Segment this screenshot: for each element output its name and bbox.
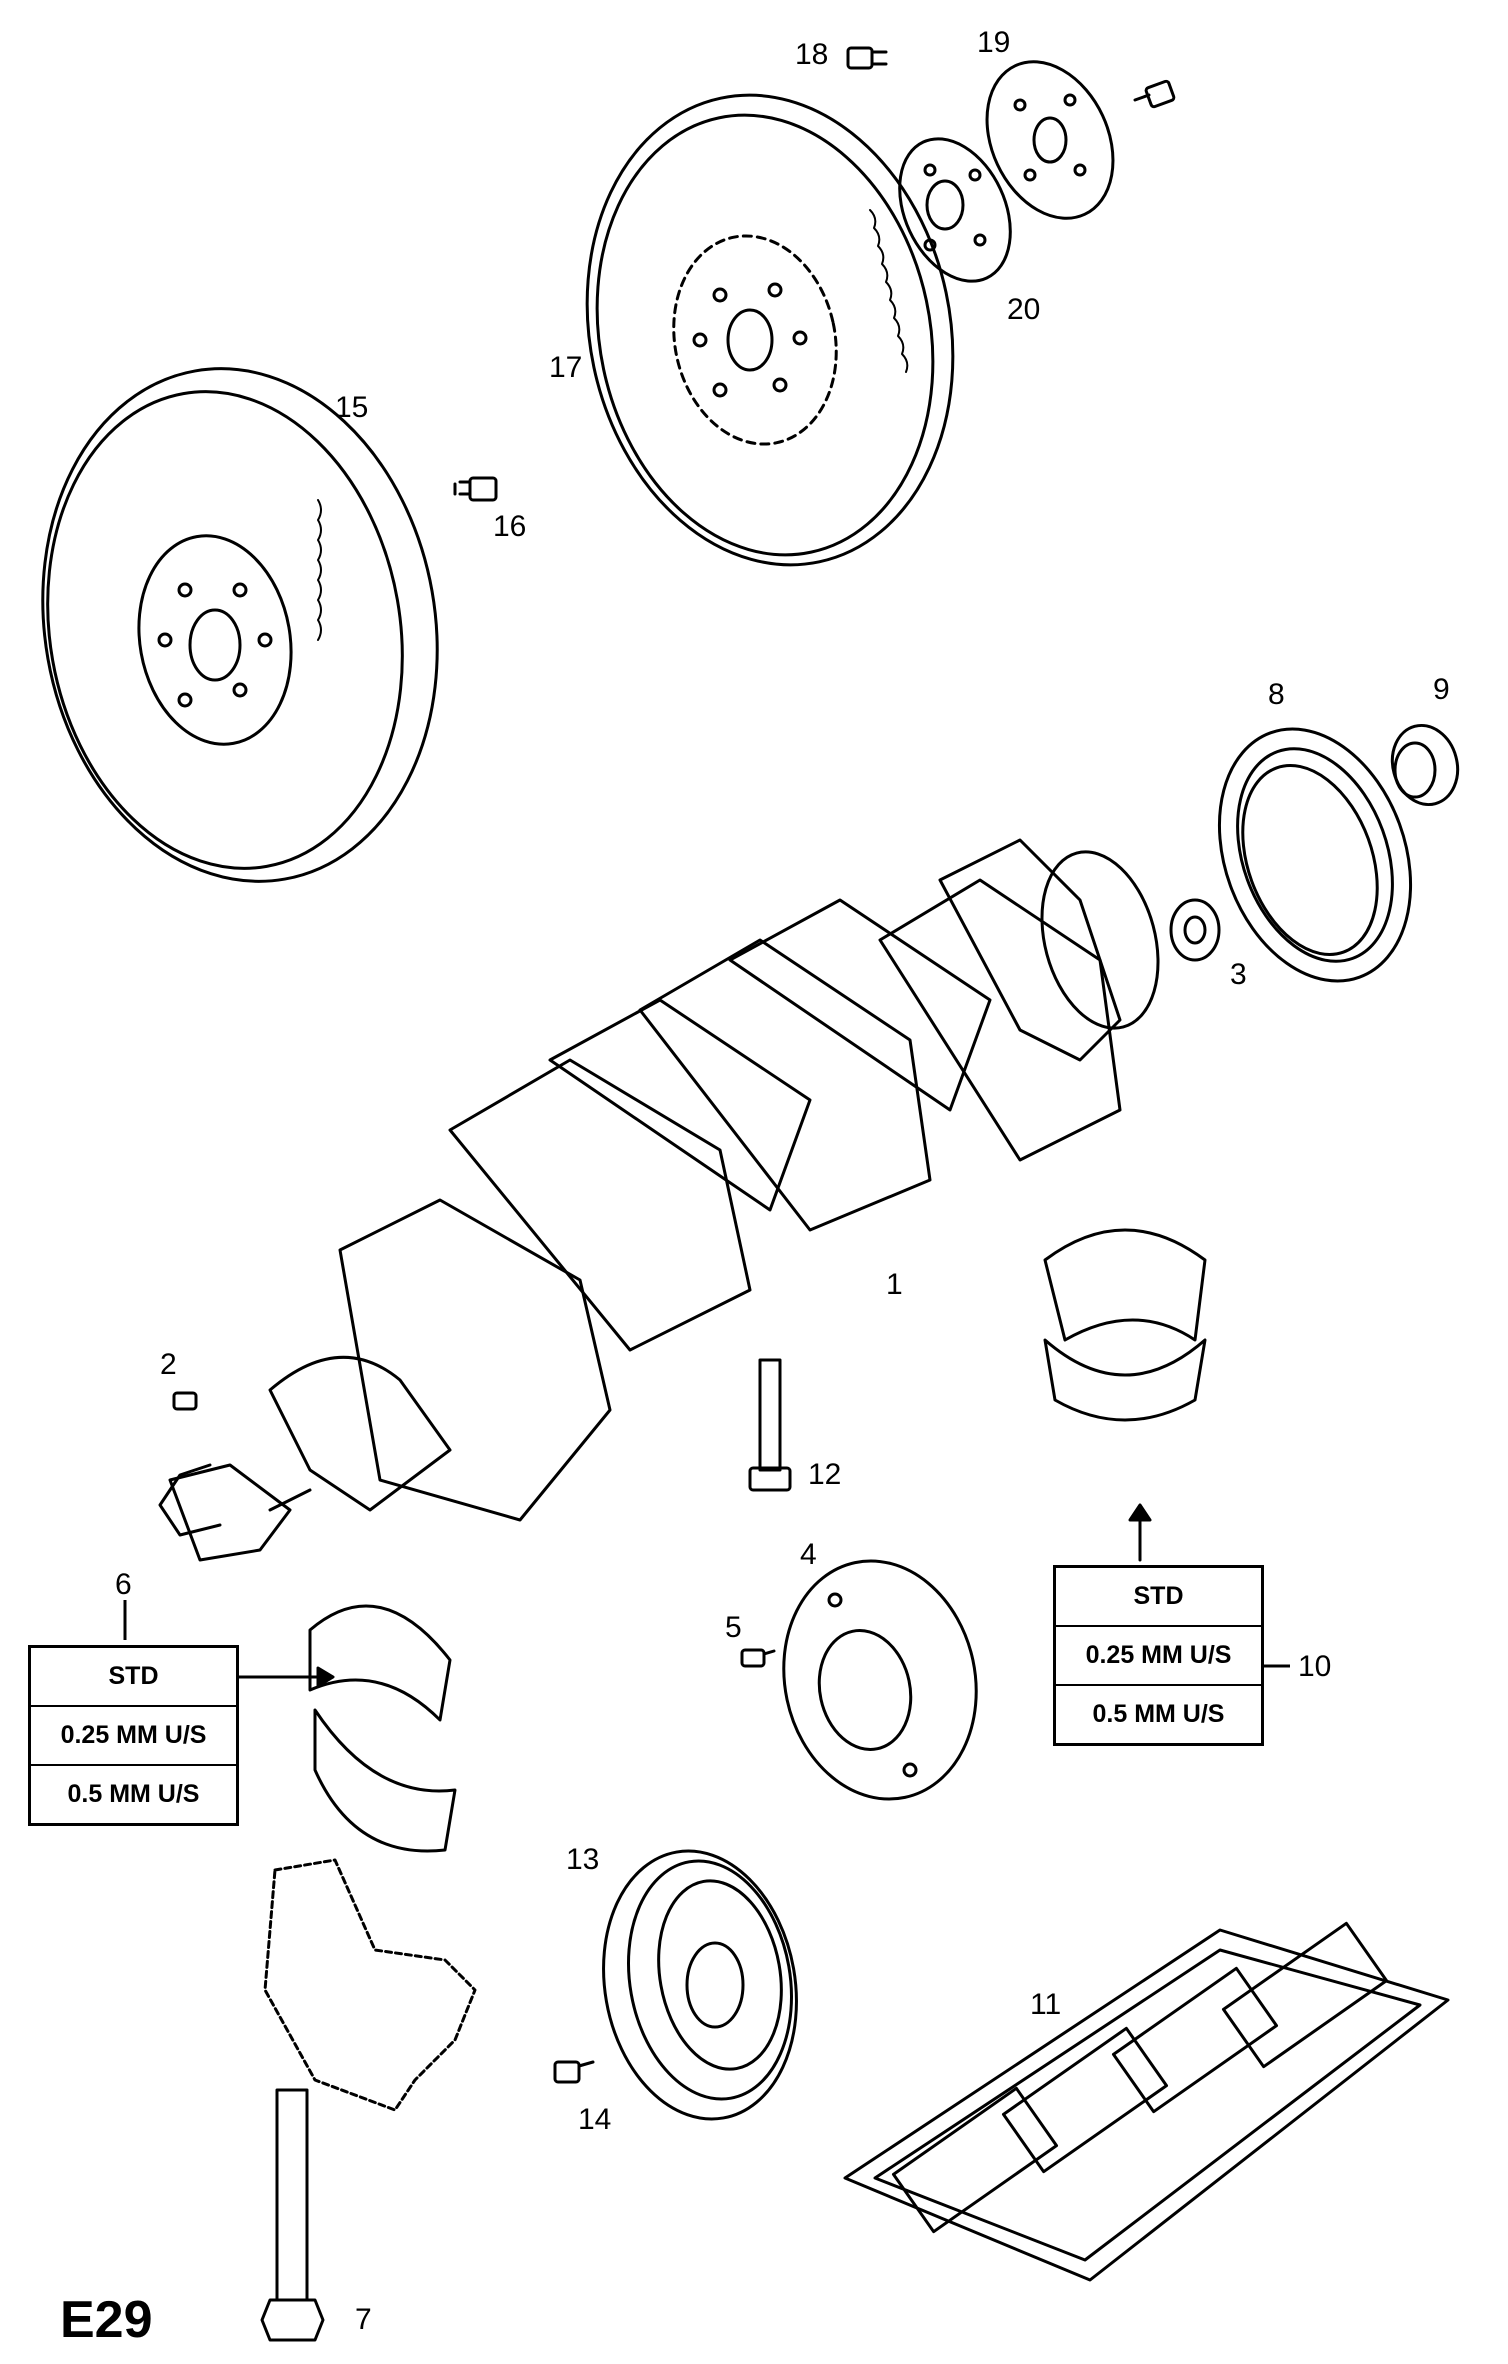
callout-10: 10 (1298, 1650, 1332, 1683)
callout-13: 13 (566, 1843, 600, 1876)
callout-8: 8 (1268, 678, 1285, 711)
figure-code: E29 (60, 2291, 153, 2349)
part-20-spacer[interactable] (878, 121, 1032, 299)
callout-1: 1 (886, 1268, 903, 1301)
spec-box-right: STD 0.25 MM U/S 0.5 MM U/S (1053, 1565, 1264, 1746)
arrow-head-up (1128, 1503, 1152, 1522)
part-3-gear[interactable] (1169, 898, 1221, 962)
spec-right-025: 0.25 MM U/S (1056, 1625, 1261, 1684)
part-17-flexplate[interactable] (545, 61, 996, 599)
spec-box-left: STD 0.25 MM U/S 0.5 MM U/S (28, 1645, 239, 1826)
callout-17: 17 (549, 351, 583, 384)
part-8-seal[interactable] (1186, 702, 1444, 1008)
part-19-bolt[interactable] (1133, 79, 1176, 109)
part-15-flywheel[interactable] (3, 337, 477, 913)
part-16-bolt[interactable] (453, 476, 498, 502)
callout-18: 18 (795, 38, 829, 71)
part-18-bolt[interactable] (846, 46, 888, 70)
arrow-head-right (316, 1666, 335, 1688)
callout-14: 14 (578, 2103, 612, 2136)
part-7-bearing-cap[interactable] (263, 1858, 477, 2112)
part-11-frame[interactable] (843, 1921, 1450, 2282)
part-10-bearing-shells[interactable] (1043, 1228, 1207, 1422)
part-5-bolt[interactable] (740, 1648, 776, 1668)
part-1-crankshaft[interactable] (158, 838, 1176, 1562)
callout-16: 16 (493, 510, 527, 543)
part-13-pulley[interactable] (583, 1836, 817, 2135)
part-19-plate[interactable] (963, 41, 1137, 239)
spec-right-05: 0.5 MM U/S (1056, 1684, 1261, 1743)
callout-3: 3 (1230, 958, 1247, 991)
callout-2: 2 (160, 1348, 177, 1381)
callout-4: 4 (800, 1538, 817, 1571)
part-9-bearing[interactable] (1384, 718, 1467, 812)
spec-left-025: 0.25 MM U/S (31, 1705, 236, 1764)
part-12-bolt[interactable] (748, 1358, 792, 1492)
callout-12: 12 (808, 1458, 842, 1491)
callout-15: 15 (335, 391, 369, 424)
spec-right-std: STD (1133, 1582, 1184, 1610)
part-4-sprocket[interactable] (762, 1543, 998, 1817)
part-7-bolt[interactable] (260, 2088, 325, 2342)
callout-11: 11 (1030, 1988, 1062, 2021)
callout-5: 5 (725, 1611, 742, 1644)
callout-7: 7 (355, 2303, 372, 2336)
spec-left-05: 0.5 MM U/S (31, 1764, 236, 1823)
part-6-bearing-shells[interactable] (308, 1604, 457, 1853)
callout-20: 20 (1007, 293, 1041, 326)
part-14-bolt[interactable] (553, 2060, 595, 2084)
callout-6: 6 (115, 1568, 132, 1601)
callout-19: 19 (977, 26, 1011, 59)
callout-9: 9 (1433, 673, 1450, 706)
spec-left-std: STD (108, 1662, 159, 1690)
part-2-key[interactable] (172, 1391, 198, 1411)
